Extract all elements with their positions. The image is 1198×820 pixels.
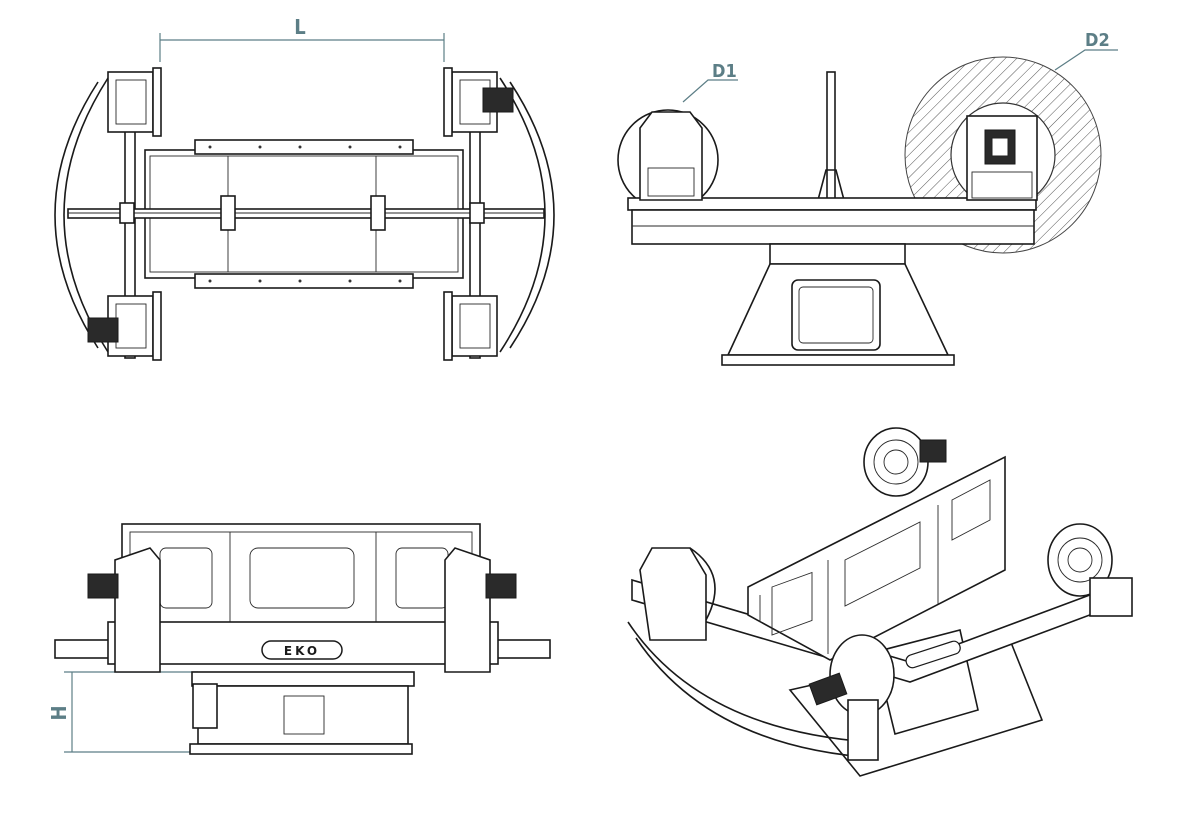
top-view: L (54, 15, 555, 361)
diameter-1-dimension: D1 (682, 61, 738, 103)
height-dimension: H (47, 671, 198, 753)
eko-logo: EKO (261, 640, 343, 660)
eko-logo-text: EKO (284, 644, 320, 658)
length-dimension: L (159, 15, 445, 62)
height-label: H (47, 705, 71, 720)
front-view: H EKO (47, 523, 551, 755)
diameter-2-label: D2 (1085, 30, 1110, 51)
diameter-1-label: D1 (712, 61, 737, 82)
diameter-2-dimension: D2 (1054, 30, 1118, 71)
isometric-view (627, 427, 1133, 777)
side-view: D1 D2 (617, 30, 1118, 366)
length-label: L (294, 15, 305, 39)
